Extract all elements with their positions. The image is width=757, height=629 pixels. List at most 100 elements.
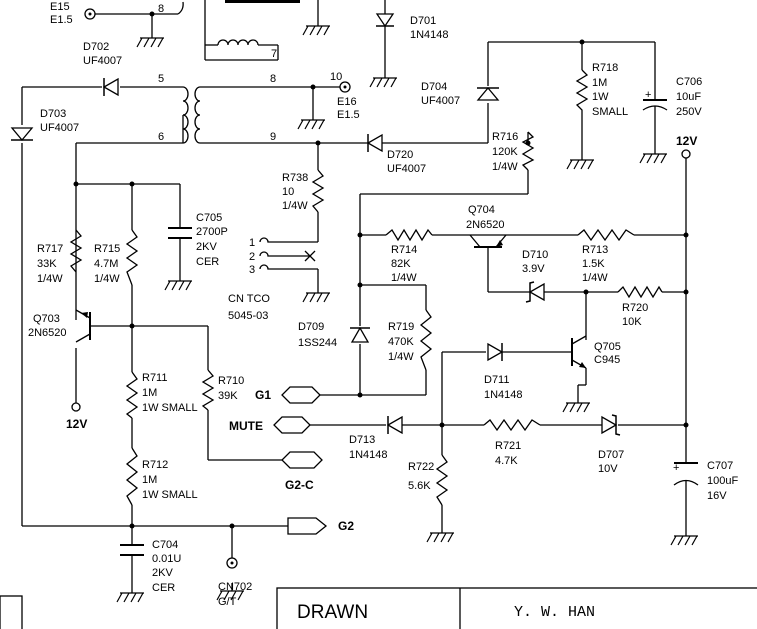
g2c-terminal-icon[interactable] <box>281 451 323 469</box>
cn-tco-label: CN TCO <box>228 293 270 305</box>
d709-label: D709 <box>298 321 324 333</box>
r738-resistor-icon <box>311 169 325 213</box>
vcc-12v-left-terminal-icon <box>71 402 81 412</box>
r720-resistor-icon <box>617 285 663 299</box>
e15-value: E1.5 <box>50 14 73 26</box>
q704-label: Q704 <box>468 204 495 216</box>
r710-label: R710 <box>218 375 244 387</box>
cn702-terminal-icon <box>226 557 238 569</box>
pin-7-label: 7 <box>271 48 277 60</box>
c707-voltage: 16V <box>707 490 727 502</box>
r738-label: R738 <box>282 172 308 184</box>
d720-label: D720 <box>387 149 413 161</box>
drawn-label: DRAWN <box>297 602 368 623</box>
r716-label: R716 <box>492 131 518 143</box>
cn-pin-3-label: 3 <box>249 264 255 276</box>
r720-label: R720 <box>622 302 648 314</box>
c706-value: 10uF <box>676 91 701 103</box>
r719-power: 1/4W <box>388 351 414 363</box>
r717-resistor-icon <box>69 229 83 273</box>
g1-terminal-icon[interactable] <box>281 386 321 404</box>
d704-diode-icon <box>476 86 500 101</box>
g1-label: G1 <box>255 388 271 402</box>
r717-value: 33K <box>37 258 57 270</box>
r718-resistor-icon <box>575 69 589 120</box>
e16-value: E1.5 <box>337 109 360 121</box>
r719-resistor-icon <box>419 309 433 371</box>
g2c-label: G2-C <box>285 478 314 492</box>
q704-value: 2N6520 <box>466 219 505 231</box>
e16-terminal-icon <box>339 81 351 93</box>
r710-resistor-icon <box>201 369 215 411</box>
r712-resistor-icon <box>125 447 139 506</box>
r722-resistor-icon <box>435 454 449 506</box>
q704-transistor-icon <box>469 234 507 248</box>
d711-value: 1N4148 <box>484 389 523 401</box>
r718-label: R718 <box>592 62 618 74</box>
r722-label: R722 <box>408 461 434 473</box>
pin-6-label: 6 <box>158 131 164 143</box>
g2-terminal-icon[interactable] <box>287 517 328 535</box>
d703-diode-icon <box>10 127 34 142</box>
r713-label: R713 <box>582 244 608 256</box>
c707-value: 100uF <box>707 475 738 487</box>
vcc-12v-right-terminal-icon <box>681 149 691 159</box>
d711-label: D711 <box>484 374 509 386</box>
d703-label: D703 <box>40 108 66 120</box>
r718-power: 1W <box>592 91 609 103</box>
c706-voltage: 250V <box>676 106 702 118</box>
d702-value: UF4007 <box>83 55 122 67</box>
c707-label: C707 <box>707 460 733 472</box>
d707-label: D707 <box>598 449 624 461</box>
q705-label: Q705 <box>594 341 621 353</box>
r711-power: 1W SMALL <box>142 402 198 414</box>
r716-resistor-icon <box>521 131 535 171</box>
d702-diode-icon <box>102 77 119 97</box>
d701-label: D701 <box>410 15 436 27</box>
d713-diode-icon <box>386 415 403 435</box>
r712-value: 1M <box>142 474 157 486</box>
r715-value: 4.7M <box>94 258 118 270</box>
d720-diode-icon <box>366 133 383 153</box>
q705-transistor-icon <box>571 335 587 369</box>
r714-power: 1/4W <box>391 272 417 284</box>
r721-value: 4.7K <box>495 455 518 467</box>
d707-value: 10V <box>598 463 618 475</box>
r717-power: 1/4W <box>37 273 63 285</box>
d704-value: UF4007 <box>421 95 460 107</box>
r713-power: 1/4W <box>582 272 608 284</box>
r713-resistor-icon <box>577 228 635 242</box>
r711-label: R711 <box>142 372 167 384</box>
c704-value: 0.01U <box>152 553 181 565</box>
d713-value: 1N4148 <box>349 449 388 461</box>
q703-value: 2N6520 <box>28 327 67 339</box>
cn-pin-1-label: 1 <box>249 237 255 249</box>
c705-voltage: 2KV <box>196 241 217 253</box>
e15-terminal-icon <box>84 8 96 20</box>
c705-type: CER <box>196 256 219 268</box>
r710-value: 39K <box>218 390 238 402</box>
pin-8-top-label: 8 <box>158 3 164 15</box>
pin-10-label: 10 <box>330 71 342 83</box>
r720-value: 10K <box>622 316 642 328</box>
r716-value: 120K <box>492 146 518 158</box>
d710-label: D710 <box>522 249 548 261</box>
r714-resistor-icon <box>385 228 433 242</box>
d701-diode-icon <box>375 13 395 28</box>
r713-value: 1.5K <box>582 258 605 270</box>
c704-capacitor-icon <box>120 544 144 556</box>
vcc-12v-right-label: 12V <box>676 134 697 148</box>
r738-power: 1/4W <box>282 200 308 212</box>
c706-capacitor-icon <box>642 99 668 111</box>
cn702-value: G/T <box>218 596 237 608</box>
d709-diode-icon <box>350 326 370 343</box>
r714-value: 82K <box>391 258 411 270</box>
r718-size: SMALL <box>592 106 628 118</box>
d707-zener-diode-icon <box>601 414 621 436</box>
d704-label: D704 <box>421 81 447 93</box>
cn-tco-part: 5045-03 <box>228 310 268 322</box>
mute-terminal-icon[interactable] <box>273 416 311 434</box>
transformer-primary-winding-icon <box>182 39 259 144</box>
r716-power: 1/4W <box>492 161 518 173</box>
e15-label: E15 <box>50 1 70 13</box>
